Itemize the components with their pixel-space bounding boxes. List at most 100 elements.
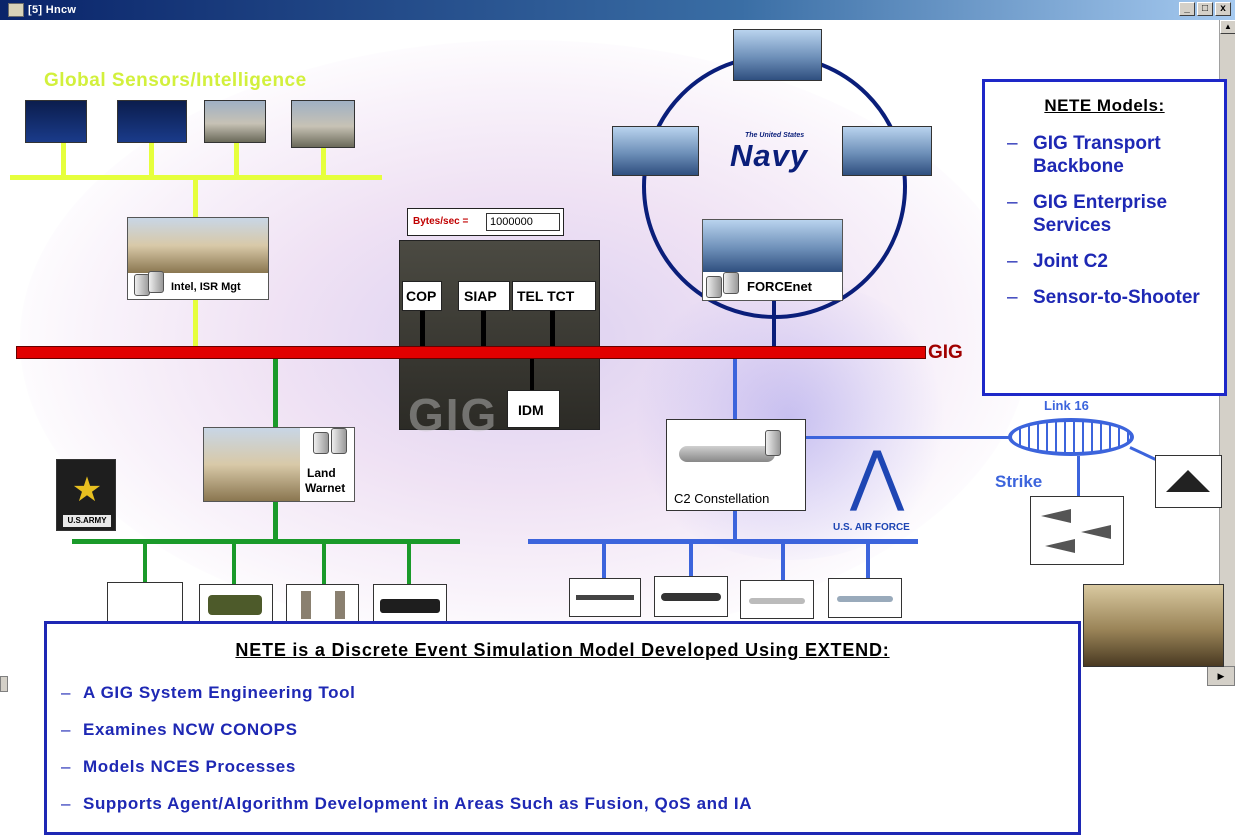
- strike-link: [1129, 446, 1157, 461]
- usaf-wings-icon: ⋀: [850, 438, 905, 512]
- link16-ring: [1008, 418, 1134, 456]
- nete-model-item: –Sensor-to-Shooter: [1007, 286, 1222, 309]
- scroll-right-arrow-icon[interactable]: ▶: [1207, 666, 1235, 686]
- nete-description-label: Models NCES Processes: [83, 757, 296, 776]
- maximize-button[interactable]: □: [1197, 2, 1213, 16]
- bytes-label: Bytes/sec =: [413, 216, 469, 227]
- cop-node[interactable]: [402, 281, 442, 311]
- nete-description-item: –A GIG System Engineering Tool: [61, 682, 752, 704]
- scroll-up-arrow-icon[interactable]: ▲: [1220, 20, 1235, 34]
- intel-site-image: [128, 218, 268, 273]
- army-star-icon: ★: [71, 471, 103, 509]
- tel-tct-node[interactable]: [512, 281, 596, 311]
- nete-model-item: –GIG Enterprise Services: [1007, 191, 1222, 237]
- c2-constellation-label: C2 Constellation: [674, 491, 770, 506]
- nete-model-label: GIG Enterprise Services: [1033, 192, 1168, 236]
- usaf-label: U.S. AIR FORCE: [833, 522, 910, 533]
- transport-aircraft-image: [828, 578, 902, 618]
- sensor-drop: [193, 180, 198, 218]
- army-drop: [143, 544, 147, 584]
- server-icon: [706, 276, 722, 298]
- nete-description-item: –Examines NCW CONOPS: [61, 719, 752, 741]
- sensor-drop: [234, 143, 239, 177]
- forcenet-ship-image: [703, 220, 842, 272]
- army-link: [273, 502, 278, 540]
- strike-link: [1077, 456, 1080, 496]
- link16-label: Link 16: [1044, 398, 1089, 413]
- forcenet-label: FORCEnet: [747, 279, 812, 294]
- nete-model-item: –GIG Transport Backbone: [1007, 132, 1222, 178]
- link16-connection: [806, 436, 1010, 439]
- air-link: [733, 359, 737, 421]
- facility-image-2: [291, 100, 355, 148]
- idm-node[interactable]: [507, 390, 560, 428]
- forcenet-link: [772, 301, 776, 348]
- bytes-input[interactable]: 1000000: [486, 213, 560, 231]
- horizontal-scrollbar[interactable]: [0, 676, 8, 692]
- army-drop: [322, 544, 326, 584]
- army-logo: ★ U.S.ARMY: [56, 459, 116, 531]
- satellite-image-1: [25, 100, 87, 143]
- intel-isr-node[interactable]: [127, 217, 269, 300]
- land-warnet-label-2: Warnet: [305, 481, 346, 495]
- uav-image: [107, 582, 183, 622]
- app-icon: [8, 3, 24, 17]
- dash-bullet: –: [61, 683, 72, 702]
- navy-logo: Navy: [730, 138, 809, 173]
- gig-backbone: [16, 346, 926, 359]
- awacs-image: [740, 580, 814, 619]
- gig-watermark: GIG: [408, 389, 499, 441]
- nete-description-panel: NETE is a Discrete Event Simulation Mode…: [44, 621, 1081, 835]
- armored-vehicle-image: [199, 584, 273, 622]
- soldiers-image: [286, 584, 359, 622]
- global-sensors-title: Global Sensors/Intelligence: [44, 70, 307, 91]
- server-icon: [148, 271, 164, 293]
- siap-node[interactable]: [458, 281, 510, 311]
- sensor-drop: [61, 143, 66, 177]
- destroyer-image: [733, 29, 822, 81]
- army-drop: [407, 544, 411, 584]
- tanks-image: [1083, 584, 1224, 667]
- land-warnet-image: [204, 428, 300, 501]
- server-icon: [723, 272, 739, 294]
- satellite-image-2: [117, 100, 187, 143]
- dash-bullet: –: [61, 757, 72, 776]
- dash-bullet: –: [1007, 192, 1018, 213]
- nete-model-label: GIG Transport Backbone: [1033, 133, 1161, 177]
- minimize-button[interactable]: _: [1179, 2, 1195, 16]
- global-hawk-image: [654, 576, 728, 617]
- carrier-image: [612, 126, 699, 176]
- air-drop: [602, 544, 606, 580]
- army-badge: U.S.ARMY: [63, 515, 111, 527]
- gig-label: GIG: [928, 342, 963, 363]
- army-bus: [72, 539, 460, 544]
- strike-label: Strike: [995, 472, 1043, 491]
- land-warnet-node[interactable]: [203, 427, 355, 502]
- close-button[interactable]: x: [1215, 2, 1231, 16]
- fighter-formation-image: [1030, 496, 1124, 565]
- land-warnet-label-1: Land: [307, 466, 336, 480]
- siap-label: SIAP: [464, 288, 497, 304]
- idm-link: [530, 359, 534, 391]
- facility-image-1: [204, 100, 266, 143]
- nete-model-label: Sensor-to-Shooter: [1033, 287, 1200, 308]
- nete-description-label: Supports Agent/Algorithm Development in …: [83, 794, 753, 813]
- predator-uav-image: [569, 578, 641, 617]
- air-link: [733, 511, 737, 541]
- server-icon: [331, 428, 347, 454]
- dash-bullet: –: [1007, 251, 1018, 272]
- c2-constellation-node[interactable]: [666, 419, 806, 511]
- submarine-image: [842, 126, 932, 176]
- army-link: [273, 359, 278, 429]
- nete-models-list: –GIG Transport Backbone –GIG Enterprise …: [1007, 132, 1222, 322]
- tel-tct-label: TEL TCT: [517, 288, 575, 304]
- intel-isr-label: Intel, ISR Mgt: [171, 281, 241, 293]
- aircraft-icon: [679, 446, 775, 462]
- server-icon: [765, 430, 781, 456]
- sensor-drop: [149, 143, 154, 177]
- window-controls: _ □ x: [1179, 2, 1231, 16]
- siap-link: [481, 311, 486, 348]
- window-titlebar[interactable]: [5] Hncw _ □ x: [0, 0, 1235, 20]
- operators-image: [399, 240, 600, 430]
